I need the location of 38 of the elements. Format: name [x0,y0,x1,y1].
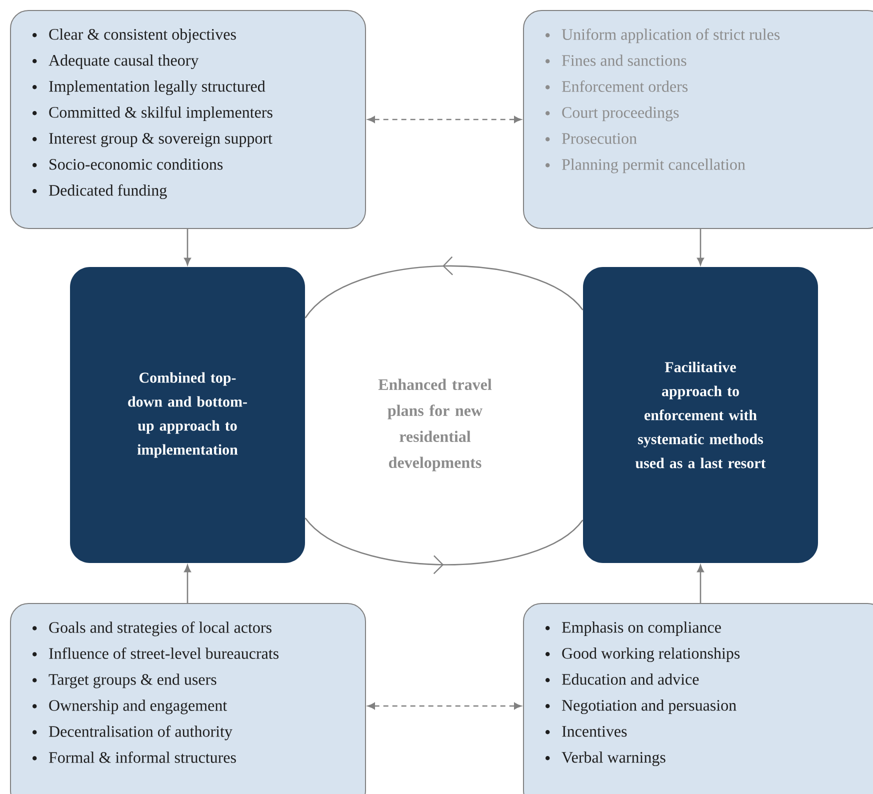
list-item: Goals and strategies of local actors [32,622,272,636]
list-item: Ownership and engagement [32,700,228,714]
list-item: Formal & informal structures [32,752,236,763]
list-box [10,10,366,229]
arrow [184,229,191,266]
list-item: Decentralisation of authority [32,726,232,740]
list-item: Incentives [546,726,627,737]
arrow [697,229,704,266]
approach-box: Facilitative approach to enforcement with systematic methods used as a last resort [583,267,818,563]
arrow [368,116,522,123]
list-item: Target groups & end users [32,674,216,688]
list-item: Court proceedings [546,106,679,122]
list-item: Verbal warnings [546,752,666,766]
list-item: Enforcement orders [546,80,688,92]
list-item: Education and advice [546,674,699,685]
list-item: Clear & consistent objectives [32,28,236,43]
arrow [697,564,704,603]
arrow [184,564,191,603]
list-item: Negotiation and persuasion [546,700,736,714]
list-item: Good working relationships [546,648,740,662]
arrow [368,702,522,710]
list-item: Adequate causal theory [32,54,199,70]
list-item: Dedicated funding [32,184,167,200]
list-item: Implementation legally structured [32,80,266,96]
list-box [523,603,873,794]
list-box [523,10,873,229]
list-item: Socio-economic conditions [32,158,223,170]
approach-box: Combined top-down and bottom-up approach to implementation [70,267,305,563]
list-item: Committed & skilful implementers [32,106,272,121]
list-box [10,603,366,794]
list-item: Fines and sanctions [546,54,686,66]
list-item: Interest group & sovereign support [32,132,272,148]
list-item: Uniform application of strict rules [546,28,780,44]
centre-text: Enhanced travel plans for new residential developments [378,378,492,472]
list-item: Planning permit cancellation [546,158,746,174]
list-item: Prosecution [546,133,637,144]
list-item: Emphasis on compliance [546,622,721,636]
list-item: Influence of street-level bureaucrats [32,648,278,659]
